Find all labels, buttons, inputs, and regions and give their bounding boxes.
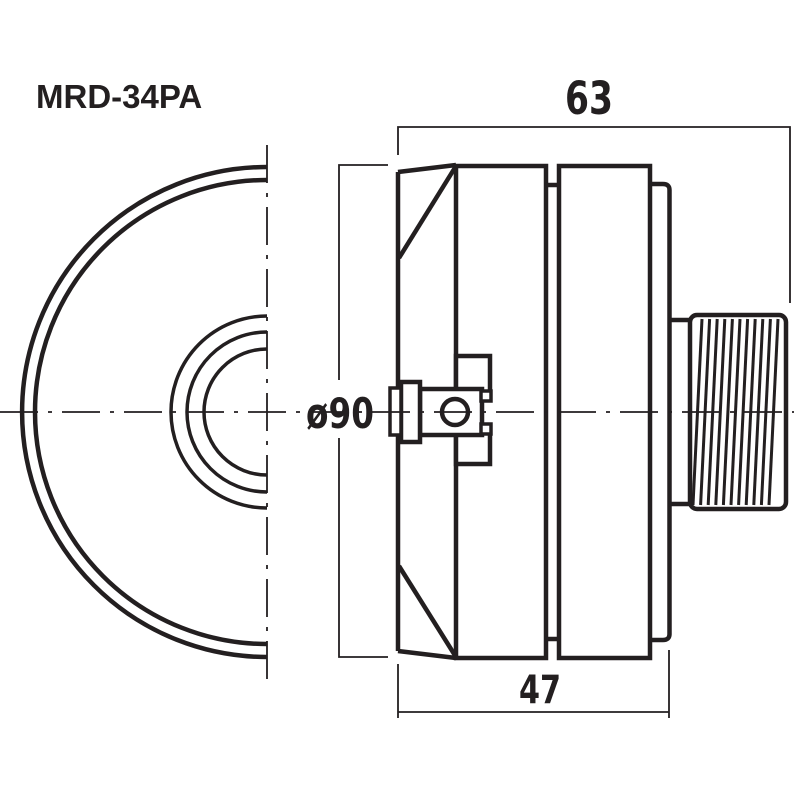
- page-title: MRD-34PA: [36, 78, 202, 115]
- dim-47-label: 47: [519, 668, 561, 713]
- dim-dia90-label: ø90: [306, 389, 374, 438]
- front-view: [19, 145, 268, 681]
- dimension-annotations: 63 47 ø90: [306, 72, 791, 718]
- throat-arc-large: [169, 314, 268, 510]
- bracket-edge-gap: [483, 401, 499, 423]
- terminal-assembly: [388, 353, 499, 467]
- flange-bottom-edge: [397, 648, 457, 661]
- barrel-collar-bottom: [479, 422, 493, 436]
- dim-63-label: 63: [565, 72, 613, 125]
- horn-flare-diagonal-bottom: [397, 564, 458, 659]
- flange-top-edge: [397, 162, 457, 175]
- barrel-collar-top: [479, 389, 493, 403]
- dim-63-lines: [397, 126, 791, 303]
- dim-dia90-line-bottom: [338, 438, 388, 658]
- dim-dia90-line-top: [338, 164, 388, 380]
- horn-flare-diagonal-top: [397, 164, 458, 260]
